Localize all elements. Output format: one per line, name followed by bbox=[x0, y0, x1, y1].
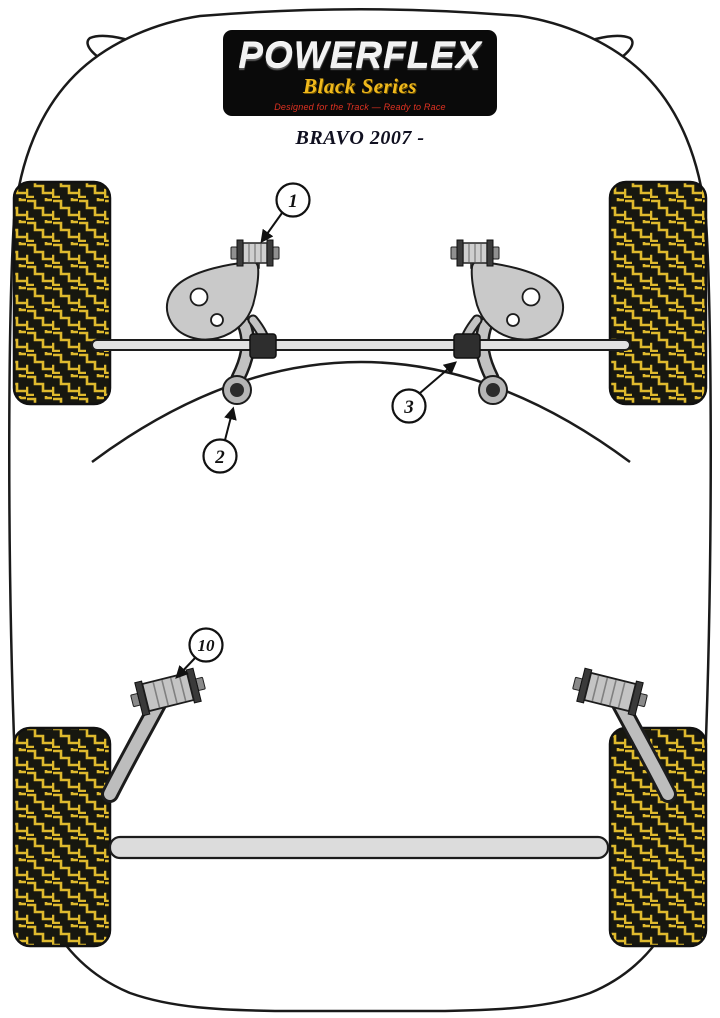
callout-3-arrow bbox=[419, 361, 457, 394]
tire-front-left bbox=[12, 180, 112, 406]
brand-name: POWERFLEX bbox=[238, 34, 482, 76]
callout-2-label: 2 bbox=[214, 447, 225, 468]
callout-10: 10 bbox=[188, 627, 224, 663]
callout-2-arrow bbox=[224, 406, 237, 441]
model-title: BRAVO 2007 - bbox=[295, 127, 425, 149]
callout-10-label: 10 bbox=[198, 636, 216, 655]
callout-3-label: 3 bbox=[403, 397, 414, 418]
powerflex-logo: POWERFLEX Black Series Designed for the … bbox=[223, 30, 497, 116]
rear-trailing-arm-left bbox=[101, 667, 206, 803]
callout-1-label: 1 bbox=[288, 191, 298, 212]
rear-trailing-arm-bushing bbox=[130, 667, 206, 717]
tire-rear-left bbox=[12, 726, 112, 948]
callout-10-arrow bbox=[175, 657, 196, 679]
tire-rear-right bbox=[608, 726, 708, 948]
arm-hole-small bbox=[210, 313, 224, 327]
tire-front-right bbox=[608, 180, 708, 406]
arm-hole-large bbox=[189, 287, 209, 307]
front-arm-front-bushing bbox=[230, 239, 280, 267]
arb-bushing-left bbox=[249, 333, 277, 359]
callout-1-arrow bbox=[260, 212, 283, 244]
car-body-outline bbox=[8, 8, 712, 1013]
front-bulkhead-arc bbox=[91, 360, 631, 464]
brand-tagline: Designed for the Track — Ready to Race bbox=[274, 101, 446, 112]
callout-2: 2 bbox=[202, 438, 238, 474]
arb-bushing-right bbox=[453, 333, 481, 359]
front-anti-roll-bar bbox=[91, 339, 631, 351]
callout-3: 3 bbox=[391, 388, 427, 424]
rear-axle-beam bbox=[108, 835, 610, 860]
callout-1: 1 bbox=[275, 182, 311, 218]
series-name: Black Series bbox=[303, 73, 417, 98]
front-arm-ball-joint bbox=[222, 375, 252, 405]
